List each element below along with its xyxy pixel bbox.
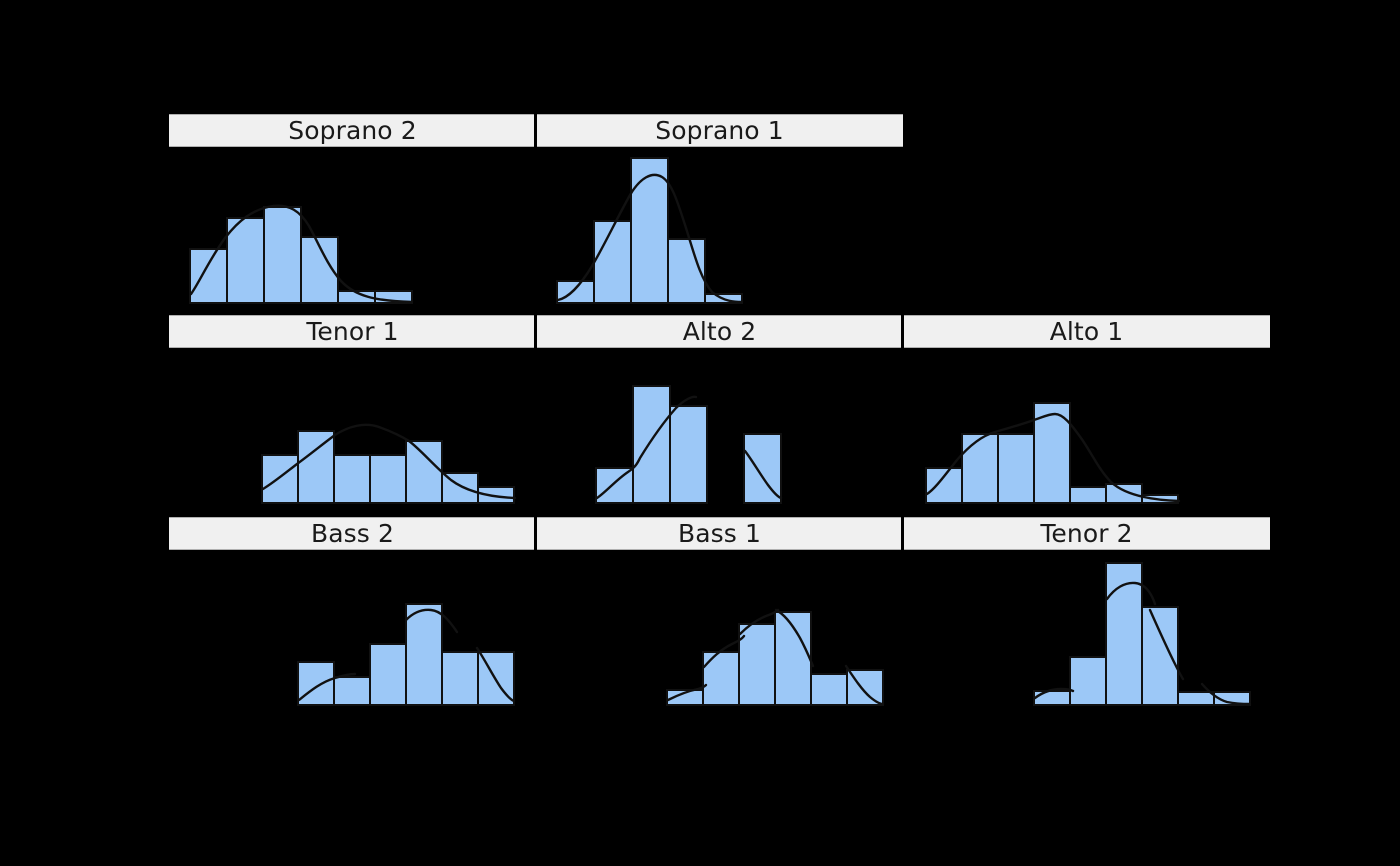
facet-strip-soprano-2: Soprano 2 (169, 114, 536, 147)
hist-bar (369, 643, 407, 706)
panel-soprano-1 (536, 150, 903, 308)
density-curve (844, 664, 885, 706)
panel-soprano-2 (169, 150, 536, 308)
histogram-bars (189, 206, 413, 304)
facet-strip-tenor-1: Tenor 1 (169, 315, 536, 348)
strip-divider (534, 517, 537, 550)
hist-bar (189, 248, 228, 304)
hist-bar (810, 673, 848, 706)
density-curve (297, 672, 357, 702)
hist-bar (1105, 562, 1143, 706)
histogram-bars (666, 611, 884, 706)
histogram-bars (1033, 562, 1251, 706)
density-curve (404, 608, 459, 634)
density-curve (595, 395, 698, 500)
panel-bass-2 (169, 552, 536, 710)
facet-strip-label: Bass 2 (311, 519, 394, 548)
hist-bar (333, 454, 371, 504)
facet-strip-alto-2: Alto 2 (536, 315, 903, 348)
strip-divider (901, 315, 904, 348)
density-curve (1148, 608, 1185, 681)
density-curve (556, 173, 744, 304)
hist-bar (369, 454, 407, 504)
hist-bar (405, 440, 443, 504)
density-curve (738, 608, 780, 636)
hist-bar (1069, 486, 1107, 504)
hist-bar (669, 405, 708, 504)
density-curve (743, 449, 783, 500)
density-curve (1033, 687, 1075, 700)
facet-strip-bass-2: Bass 2 (169, 517, 536, 550)
hist-bar (925, 467, 963, 504)
hist-bar (441, 651, 479, 706)
hist-bar (632, 385, 671, 504)
facet-strip-label: Bass 1 (678, 519, 761, 548)
density-curve (1200, 682, 1252, 706)
hist-bar (593, 220, 632, 304)
facet-strip-alto-1: Alto 1 (903, 315, 1270, 348)
hist-bar (333, 676, 371, 706)
facet-strip-label: Alto 1 (1049, 317, 1124, 346)
hist-bar (1033, 402, 1071, 504)
hist-bar (702, 651, 740, 706)
hist-bar (997, 433, 1035, 504)
hist-bar (738, 623, 776, 706)
density-curve (1105, 581, 1157, 606)
hist-bar (477, 486, 515, 504)
histogram-bars (556, 157, 743, 304)
panel-bass-1 (536, 552, 903, 710)
strip-divider (534, 114, 537, 147)
density-curve (925, 412, 1181, 503)
hist-bar (1141, 606, 1179, 706)
density-curve (261, 423, 517, 500)
density-curve (774, 608, 815, 668)
hist-bar (1069, 656, 1107, 706)
hist-bar (743, 433, 782, 504)
hist-bar (297, 430, 335, 504)
facet-strip-label: Tenor 2 (1040, 519, 1133, 548)
panel-alto-2 (536, 350, 903, 508)
hist-bar (261, 454, 299, 504)
hist-bar (263, 206, 302, 304)
strip-divider (901, 517, 904, 550)
density-curve (702, 634, 746, 669)
facet-strip-label: Soprano 1 (655, 116, 784, 145)
facet-strip-bass-1: Bass 1 (536, 517, 903, 550)
histogram-bars (595, 385, 782, 504)
hist-bar (405, 603, 443, 706)
strip-divider (534, 315, 537, 348)
histogram-bars (925, 402, 1179, 504)
facet-strip-tenor-2: Tenor 2 (903, 517, 1270, 550)
facet-strip-label: Alto 2 (682, 317, 757, 346)
hist-bar (297, 661, 335, 706)
histogram-bars (261, 430, 515, 504)
panel-alto-1 (903, 350, 1270, 508)
hist-bar (1033, 690, 1071, 706)
density-curve (189, 204, 414, 304)
hist-bar (1105, 483, 1143, 504)
hist-bar (1177, 691, 1215, 706)
facet-strip-label: Soprano 2 (288, 116, 417, 145)
panel-tenor-1 (169, 350, 536, 508)
hist-bar (630, 157, 669, 304)
facet-strip-label: Tenor 1 (306, 317, 399, 346)
facet-strip-soprano-1: Soprano 1 (536, 114, 903, 147)
hist-bar (961, 433, 999, 504)
panel-tenor-2 (903, 552, 1270, 710)
density-curve (666, 683, 708, 702)
density-curve (475, 646, 516, 703)
